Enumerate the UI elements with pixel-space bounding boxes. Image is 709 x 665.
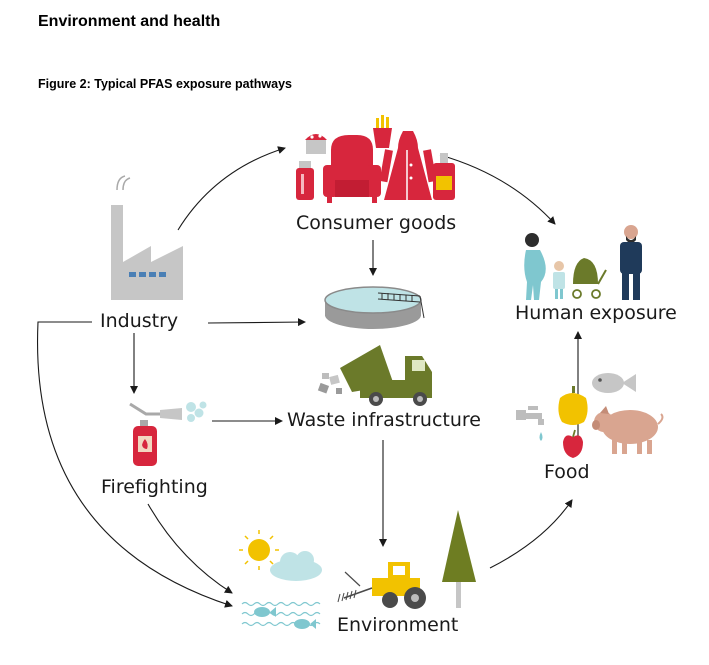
firefighting-label: Firefighting xyxy=(101,476,208,498)
section-title: Environment and health xyxy=(38,13,221,30)
sun-icon xyxy=(239,530,279,570)
arrow-consumer-goods-to-human-exposure xyxy=(439,154,556,225)
fries-icon xyxy=(373,115,392,148)
environment-label: Environment xyxy=(337,614,459,636)
fish-icon xyxy=(254,607,316,629)
figure-title: Figure 2: Typical PFAS exposure pathways xyxy=(38,77,293,91)
tractor-icon xyxy=(337,562,426,609)
fish-icon xyxy=(592,373,636,393)
muffin-icon xyxy=(305,134,327,154)
arrow-firefighting-to-environment xyxy=(147,503,233,594)
water-tap-icon xyxy=(516,406,544,441)
industry-label: Industry xyxy=(100,310,179,332)
fire-extinguisher-icon xyxy=(129,401,207,466)
arrow-industry-to-waste xyxy=(207,318,306,327)
family-icon xyxy=(524,225,642,300)
human-exposure-label: Human exposure xyxy=(515,302,677,324)
arrow-industry-to-environment xyxy=(36,321,233,608)
food-icon xyxy=(516,373,664,458)
armchair-icon xyxy=(323,135,381,203)
arrow-industry-to-consumer-goods xyxy=(177,146,286,231)
dump-truck-icon xyxy=(317,345,432,406)
waste-infrastructure-label: Waste infrastructure xyxy=(287,409,481,431)
bell-pepper-icon xyxy=(558,386,588,425)
factory-icon xyxy=(111,175,183,300)
cloud-icon xyxy=(270,551,322,581)
water-treatment-icon xyxy=(324,286,425,329)
consumer-goods-icon xyxy=(296,115,455,203)
pig-icon xyxy=(592,406,664,454)
consumer-goods-label: Consumer goods xyxy=(296,212,457,234)
food-label: Food xyxy=(544,461,590,483)
arrow-environment-to-food xyxy=(489,499,573,569)
apple-icon xyxy=(563,429,583,458)
tree-icon xyxy=(442,510,476,608)
environment-icon xyxy=(239,510,476,629)
spray-can-icon xyxy=(296,161,314,200)
spray-bottle-icon xyxy=(433,153,455,200)
